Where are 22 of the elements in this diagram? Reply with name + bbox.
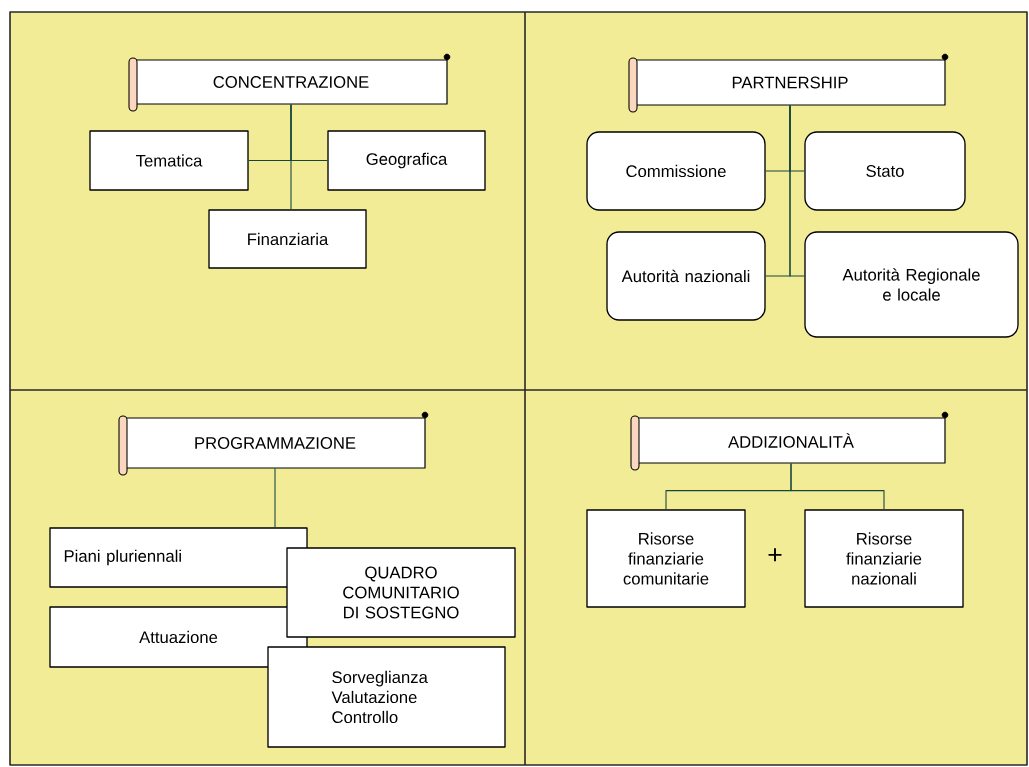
text-box: Finanziaria xyxy=(208,209,367,269)
text-box: Tematica xyxy=(89,130,249,191)
connector-line xyxy=(790,463,885,510)
text-box: Risorse finanziarie nazionali xyxy=(804,509,964,608)
rounded-box: Autorità Regionale e locale xyxy=(804,231,1019,338)
text-box: Attuazione xyxy=(49,606,308,668)
scroll-banner: PARTNERSHIP xyxy=(628,53,949,113)
text-box: QUADRO COMUNITARIO DI SOSTEGNO xyxy=(286,547,516,638)
scroll-banner: CONCENTRAZIONE xyxy=(128,53,451,112)
connector-line xyxy=(290,104,292,210)
connector-line xyxy=(274,468,276,528)
plus-sign: + xyxy=(768,548,782,562)
connector-line xyxy=(789,105,805,277)
text-box: Piani pluriennali xyxy=(49,527,308,588)
text-box: Sorveglianza Valutazione Controllo xyxy=(267,646,506,748)
rounded-box: Stato xyxy=(804,131,966,211)
scroll-banner: ADDIZIONALITÀ xyxy=(630,411,949,471)
rounded-box: Autorità nazionali xyxy=(606,231,766,321)
text-box: Geografica xyxy=(327,130,486,191)
rounded-box: Commissione xyxy=(586,131,766,211)
scroll-banner: PROGRAMMAZIONE xyxy=(118,411,429,476)
text-box: Risorse finanziarie comunitarie xyxy=(586,509,746,608)
